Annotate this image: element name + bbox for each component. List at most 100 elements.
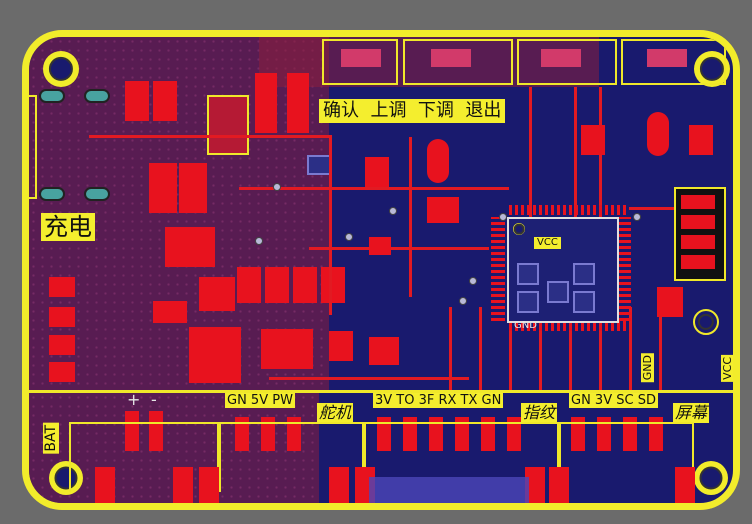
screen-pad: [649, 417, 663, 451]
via: [389, 207, 397, 215]
via: [499, 213, 507, 221]
component-pad: [293, 267, 317, 303]
component-pad: [657, 287, 683, 317]
component-pad: [125, 81, 149, 121]
component-pad: [287, 73, 309, 133]
connector-mount-pad: [173, 467, 193, 503]
screen-pad: [597, 417, 611, 451]
trace: [329, 135, 332, 315]
usb-slot-bottom-right: [84, 187, 110, 201]
finger-pad: [481, 417, 495, 451]
connector-mount-pad: [675, 467, 695, 503]
mcu-pin1-marker: [513, 223, 525, 235]
component-pad: [321, 267, 345, 303]
finger-connector-outline: [364, 422, 559, 492]
connector-mount-pad: [549, 467, 569, 503]
bat-pad: [149, 411, 163, 451]
component-pad: [255, 73, 277, 133]
button-pad: [647, 49, 687, 67]
servo-connector-outline: [219, 422, 364, 492]
trace: [659, 307, 662, 391]
connector-mount-pad: [329, 467, 349, 503]
mcu-pad: [517, 263, 539, 285]
servo-pin-labels: GN 5V PW: [225, 393, 295, 408]
mcu-pin-row-left: [491, 217, 505, 321]
vcc-side-label: VCC: [721, 355, 734, 382]
trace: [309, 247, 489, 250]
trace: [449, 307, 452, 391]
transistor: [307, 155, 331, 175]
via: [459, 297, 467, 305]
trace: [539, 327, 542, 391]
connector-mount-pad: [199, 467, 219, 503]
bottom-layer-region: [369, 477, 529, 503]
finger-pad: [455, 417, 469, 451]
trace: [409, 137, 412, 297]
component-pad: [179, 163, 207, 213]
component-pad: [581, 125, 605, 155]
mounting-hole-bottom-left: [49, 461, 83, 495]
connector-mount-pad: [95, 467, 115, 503]
finger-pad: [507, 417, 521, 451]
trace: [629, 207, 709, 210]
bat-label: BAT: [43, 423, 59, 454]
finger-pad: [377, 417, 391, 451]
servo-pad: [261, 417, 275, 451]
mcu-pad: [573, 263, 595, 285]
component-pad: [199, 277, 235, 311]
component-pad: [365, 157, 389, 187]
trace: [479, 307, 482, 391]
component-pad: [49, 307, 75, 327]
copper-pour-left: [29, 37, 329, 390]
button-footprint-exit: [621, 39, 726, 85]
mcu-gnd-label: GND: [514, 320, 537, 331]
charge-label: 充电: [41, 213, 95, 241]
screen-connector-outline: [559, 422, 694, 492]
component-pad: [681, 255, 715, 269]
mounting-hole-top-left: [43, 51, 79, 87]
component-pad: [237, 267, 261, 303]
connector-mount-pad: [525, 467, 545, 503]
button-labels: 确认 上调 下调 退出: [319, 99, 506, 123]
bat-minus-label: -: [151, 390, 157, 409]
servo-label: 舵机: [317, 403, 354, 423]
component-pad: [329, 331, 353, 361]
usb-slot-top-left: [39, 89, 65, 103]
bat-connector-outline: [69, 422, 219, 492]
component-pad: [49, 362, 75, 382]
usb-slot-top-right: [84, 89, 110, 103]
screen-pad: [571, 417, 585, 451]
inductor: [189, 327, 241, 383]
trace: [509, 327, 512, 391]
via: [345, 233, 353, 241]
via: [633, 213, 641, 221]
component-pad: [265, 267, 289, 303]
component-pad: [153, 301, 187, 323]
trace: [269, 377, 469, 380]
screen-label: 屏幕: [673, 403, 710, 423]
component-pad: [369, 337, 399, 365]
finger-label: 指纹: [521, 403, 558, 423]
trace: [89, 135, 329, 138]
trace: [529, 87, 532, 217]
mcu-pin-row-top: [509, 205, 629, 215]
via: [273, 183, 281, 191]
bat-pad: [125, 411, 139, 451]
test-hole: [693, 309, 719, 335]
servo-pad: [235, 417, 249, 451]
mounting-hole-bottom-right: [694, 461, 728, 495]
screen-pin-labels: GN 3V SC SD: [569, 393, 658, 408]
crystal: [427, 139, 449, 183]
component-pad: [49, 277, 75, 297]
mcu-vcc-label: VCC: [534, 237, 561, 249]
bat-plus-label: +: [127, 390, 141, 409]
mcu-pad: [517, 291, 539, 313]
charge-ic: [207, 95, 249, 155]
mcu-pad: [547, 281, 569, 303]
pcb-board: 确认 上调 下调 退出 充电 VCC GND: [22, 30, 740, 510]
component-pad: [165, 227, 191, 267]
trace: [569, 327, 572, 391]
trace: [629, 307, 632, 391]
finger-pad: [403, 417, 417, 451]
header-strip: [29, 390, 733, 393]
